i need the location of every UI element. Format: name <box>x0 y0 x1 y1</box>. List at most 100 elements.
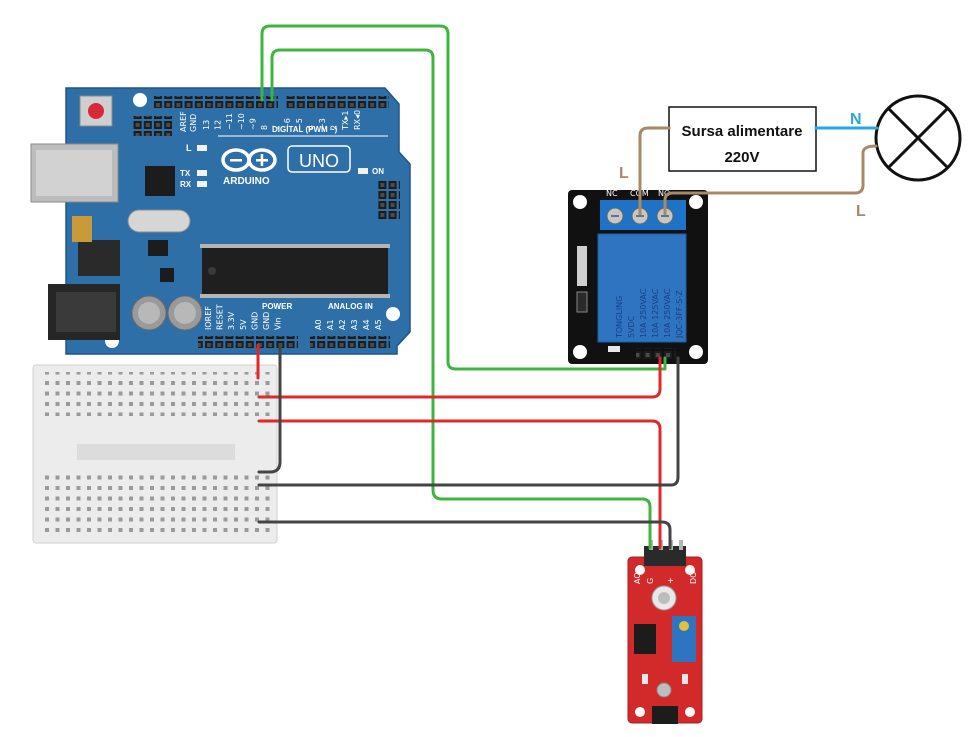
mount-hole <box>689 195 703 209</box>
led-tx <box>197 170 207 176</box>
power-supply-voltage: 220V <box>724 149 759 166</box>
relay-text-line: 10A 250VAC <box>639 288 648 338</box>
potentiometer-knob[interactable] <box>679 621 689 631</box>
mount-hole <box>133 93 147 107</box>
led-rx <box>197 181 207 187</box>
tantalum-cap <box>72 216 92 242</box>
pin-label: A1 <box>326 319 335 330</box>
sensor-probe <box>652 706 678 724</box>
arduino-brand: ARDUINO <box>223 176 270 187</box>
mount-hole <box>685 565 695 575</box>
wire-label-line-left: L <box>619 165 629 182</box>
pin-label: 5V <box>239 319 248 330</box>
led-rx-label: RX <box>180 180 192 189</box>
mount-hole <box>689 345 703 359</box>
lamp-icon <box>874 94 962 182</box>
power-supply: Sursa alimentare 220V <box>668 106 817 172</box>
dc-jack-inner <box>56 292 116 332</box>
crystal <box>127 209 191 233</box>
mount-hole <box>386 307 400 321</box>
relay-block <box>597 233 687 343</box>
pin-label: ~5 <box>295 118 304 130</box>
arduino-logo-icon <box>221 148 277 172</box>
sensor-pin-label: AO <box>633 572 642 584</box>
pin-label-gnd: GND <box>189 114 198 132</box>
capacitor-top <box>174 302 196 324</box>
pin-label: IOREF <box>204 306 213 330</box>
reset-button-cap[interactable] <box>88 103 104 119</box>
pin-label: ~10 <box>237 113 246 130</box>
voltage-regulator <box>78 240 120 276</box>
mount-hole <box>573 195 587 209</box>
breadboard-top-holes <box>40 372 270 416</box>
usb-port-inner <box>36 150 112 196</box>
breadboard-channel <box>77 444 235 460</box>
relay-text-line: JQC-3FF-S-Z <box>675 290 684 339</box>
pin-label: A2 <box>338 319 347 330</box>
led-on-label: ON <box>372 167 384 176</box>
power-supply-title: Sursa alimentare <box>682 123 803 140</box>
terminal-label-nc: NC <box>606 189 618 198</box>
pin-label: RESET <box>216 304 225 330</box>
icsp-header-right <box>378 180 400 220</box>
sensor-led <box>682 674 688 684</box>
sensor-disc-center <box>658 592 670 604</box>
sensor-module: AO G + DO <box>627 540 703 724</box>
usb-chip <box>145 166 175 196</box>
wires <box>256 24 879 550</box>
atmega-chip <box>202 248 388 294</box>
pin-label: 8 <box>260 125 269 130</box>
capacitor-top <box>138 302 160 324</box>
pin-label: 3.3V <box>227 311 236 330</box>
pin-label: ~9 <box>248 118 257 130</box>
mount-hole <box>573 345 587 359</box>
mount-hole <box>635 565 645 575</box>
wire-line-lamp <box>663 144 878 216</box>
sensor-pin-label: + <box>666 577 675 584</box>
wire-relay-gnd <box>257 356 680 487</box>
relay-led <box>608 346 620 352</box>
digital-header-label: DIGITAL (PWM ~) <box>272 125 338 134</box>
relay-transistor <box>576 291 588 313</box>
wire-signal-relay <box>260 24 667 371</box>
pin-label: 7 <box>272 125 281 130</box>
led-l-label: L <box>186 143 192 153</box>
power-header-label: POWER <box>262 302 292 311</box>
chip-pins-top <box>200 244 390 248</box>
pin-label: 12 <box>214 120 223 130</box>
pin-label: A0 <box>314 319 323 330</box>
sensor-led <box>642 674 648 684</box>
pin-label-aref: AREF <box>179 111 188 132</box>
pin-label: 4 <box>306 125 315 130</box>
analog-header-label: ANALOG IN <box>328 302 373 311</box>
breadboard-bottom-holes <box>40 470 270 536</box>
wire-line-supply <box>638 126 671 216</box>
led-on <box>358 168 368 174</box>
relay-text-line: 10A 125VAC <box>651 288 660 338</box>
pin-label: Vin <box>274 317 283 330</box>
relay-module: NC COM NO TONGLING 5VDC 10A 250VAC 10A 1… <box>568 189 708 364</box>
led-l <box>197 145 207 151</box>
wire-label-neutral: N <box>850 111 862 128</box>
mount-hole <box>635 707 645 717</box>
arduino-uno: L TX RX ON ARDUINO UNO DIGITAL (PWM ~) P… <box>30 87 411 355</box>
power-header <box>198 336 298 348</box>
digital-header-low <box>285 96 389 108</box>
relay-block-text: TONGLING 5VDC 10A 250VAC 10A 125VAC 10A … <box>615 288 684 339</box>
sensor-pin-label: DO <box>689 572 698 584</box>
small-chip <box>148 240 168 256</box>
wire-signal-sensor <box>270 48 652 550</box>
sensor-pin-label: G <box>646 578 655 584</box>
breadboard <box>32 364 278 544</box>
pin-label: A3 <box>350 319 359 330</box>
arduino-model: UNO <box>299 151 339 171</box>
pin-label: 2 <box>330 125 339 130</box>
pin-label: RX◂0 <box>353 110 362 130</box>
small-chip <box>160 268 174 282</box>
pin-label: GND <box>250 312 259 330</box>
uno-badge <box>287 145 351 173</box>
pin-label: 13 <box>202 120 211 130</box>
wire-label-line-right: L <box>856 203 866 220</box>
